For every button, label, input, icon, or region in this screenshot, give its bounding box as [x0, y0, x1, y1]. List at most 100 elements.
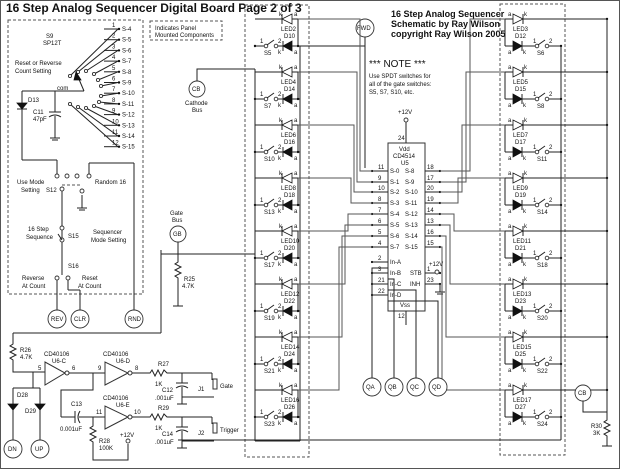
switch-lever[interactable] — [266, 39, 275, 46]
diode-ref: D10 — [284, 34, 296, 40]
mode-caption: Sequencer — [93, 230, 122, 236]
r29-resistor — [132, 412, 212, 422]
switch-lever[interactable] — [266, 145, 275, 152]
u5-pin-name: S-13 — [405, 223, 418, 229]
switch-lever[interactable] — [266, 198, 275, 205]
terminal-cb-left[interactable]: CB — [188, 80, 206, 98]
diode-icon — [512, 40, 523, 52]
svg-text:k: k — [279, 277, 283, 283]
rotary-position-wire — [93, 60, 119, 75]
terminal-qc[interactable]: QC — [406, 377, 426, 397]
switch-ref: S24 — [537, 422, 548, 428]
rotary-position-number: 5 — [112, 66, 116, 72]
svg-text:k: k — [523, 315, 527, 321]
svg-text:2: 2 — [549, 92, 553, 98]
svg-text:a: a — [294, 368, 298, 374]
svg-text:2: 2 — [278, 410, 282, 416]
switch-contact — [534, 202, 540, 208]
c12-value: .001uF — [155, 396, 174, 402]
led-icon — [512, 278, 524, 290]
u6c-pin: 6 — [72, 366, 76, 372]
switch-lever[interactable] — [537, 304, 546, 311]
svg-text:GB: GB — [173, 232, 182, 238]
switch-lever[interactable] — [537, 251, 546, 258]
switch-lever[interactable] — [537, 92, 546, 99]
switch-contact — [534, 361, 540, 367]
svg-text:a: a — [294, 209, 298, 215]
diode-ref: D23 — [515, 299, 527, 305]
u5-pin-number: 1 — [427, 267, 431, 273]
svg-text:k: k — [279, 330, 283, 336]
switch-ref: S6 — [537, 51, 545, 57]
c13-value: 0.001uF — [60, 427, 82, 433]
switch-ref: S22 — [537, 369, 548, 375]
switch-contact — [273, 361, 279, 367]
r25-resistor — [161, 242, 255, 307]
terminal-rnd[interactable]: RND — [124, 309, 144, 329]
switch-lever[interactable] — [537, 39, 546, 46]
u5-output-trace — [440, 246, 505, 391]
terminal-gb[interactable]: GB — [169, 225, 187, 243]
diode-ref: D15 — [515, 87, 527, 93]
svg-text:1: 1 — [260, 410, 264, 416]
terminal-fwd[interactable]: FWD — [355, 18, 375, 38]
switch-contact — [534, 149, 540, 155]
terminal-qb[interactable]: QB — [384, 377, 404, 397]
switch-lever[interactable] — [537, 357, 546, 364]
net-junction — [117, 145, 121, 148]
switch-lever[interactable] — [266, 410, 275, 417]
rotary-contact — [91, 103, 97, 109]
terminal-up[interactable]: UP — [30, 439, 50, 459]
u5-pins: 11S-09S-110S-28S-37S-46S-55S-64S-72In-A3… — [298, 18, 505, 391]
diode-ref: D19 — [515, 193, 527, 199]
rotary-position-number: 10 — [112, 119, 119, 125]
c12-capacitor — [175, 373, 189, 405]
led-ref: LED7 — [513, 133, 529, 139]
terminal-dn[interactable]: DN — [3, 439, 23, 459]
u6e-pin: 11 — [96, 410, 103, 416]
switch-contact — [263, 255, 269, 261]
rotary-position-wire — [77, 106, 119, 137]
diode-icon — [282, 252, 293, 264]
switch-lever[interactable] — [537, 198, 546, 205]
switch-lever[interactable] — [266, 357, 275, 364]
terminal-rev[interactable]: REV — [47, 309, 67, 329]
svg-text:2: 2 — [549, 198, 553, 204]
u5-pin-number: 19 — [427, 197, 434, 203]
svg-text:k: k — [278, 315, 282, 321]
u5-pin-name: S-12 — [405, 212, 418, 218]
plus12v-label: +12V — [429, 262, 443, 268]
switch-contact — [263, 202, 269, 208]
terminal-cb-right[interactable]: CB — [574, 384, 592, 402]
j2-jack[interactable] — [182, 417, 218, 442]
terminal-qd[interactable]: QD — [428, 377, 448, 397]
wire — [196, 68, 255, 81]
switch-lever[interactable] — [537, 145, 546, 152]
u5-pin: 24 — [398, 136, 405, 142]
r29-value: 1K — [155, 426, 162, 432]
plus12v-terminal — [403, 117, 409, 123]
gate-bus-label: Bus — [172, 218, 182, 224]
switch-lever[interactable] — [266, 251, 275, 258]
j1-jack[interactable] — [182, 373, 218, 398]
terminal-qa[interactable]: QA — [362, 377, 382, 397]
switch-lever[interactable] — [537, 410, 546, 417]
led-icon — [512, 172, 524, 184]
u5-output-trace — [298, 177, 372, 204]
svg-text:k: k — [279, 118, 283, 124]
rotary-position-number: 11 — [112, 130, 119, 136]
switch-lever[interactable] — [266, 304, 275, 311]
u6c-ref: U6-C — [52, 359, 67, 365]
diode-ref: D22 — [284, 299, 296, 305]
u5-output-trace — [298, 246, 372, 391]
switch-lever[interactable] — [266, 92, 275, 99]
led-ref: LED12 — [281, 292, 300, 298]
diode-icon — [512, 199, 523, 211]
terminal-clr[interactable]: CLR — [70, 309, 90, 329]
diode-ref: D14 — [284, 87, 296, 93]
switch-contact — [263, 308, 269, 314]
u5-pin-name: S-10 — [405, 190, 418, 196]
